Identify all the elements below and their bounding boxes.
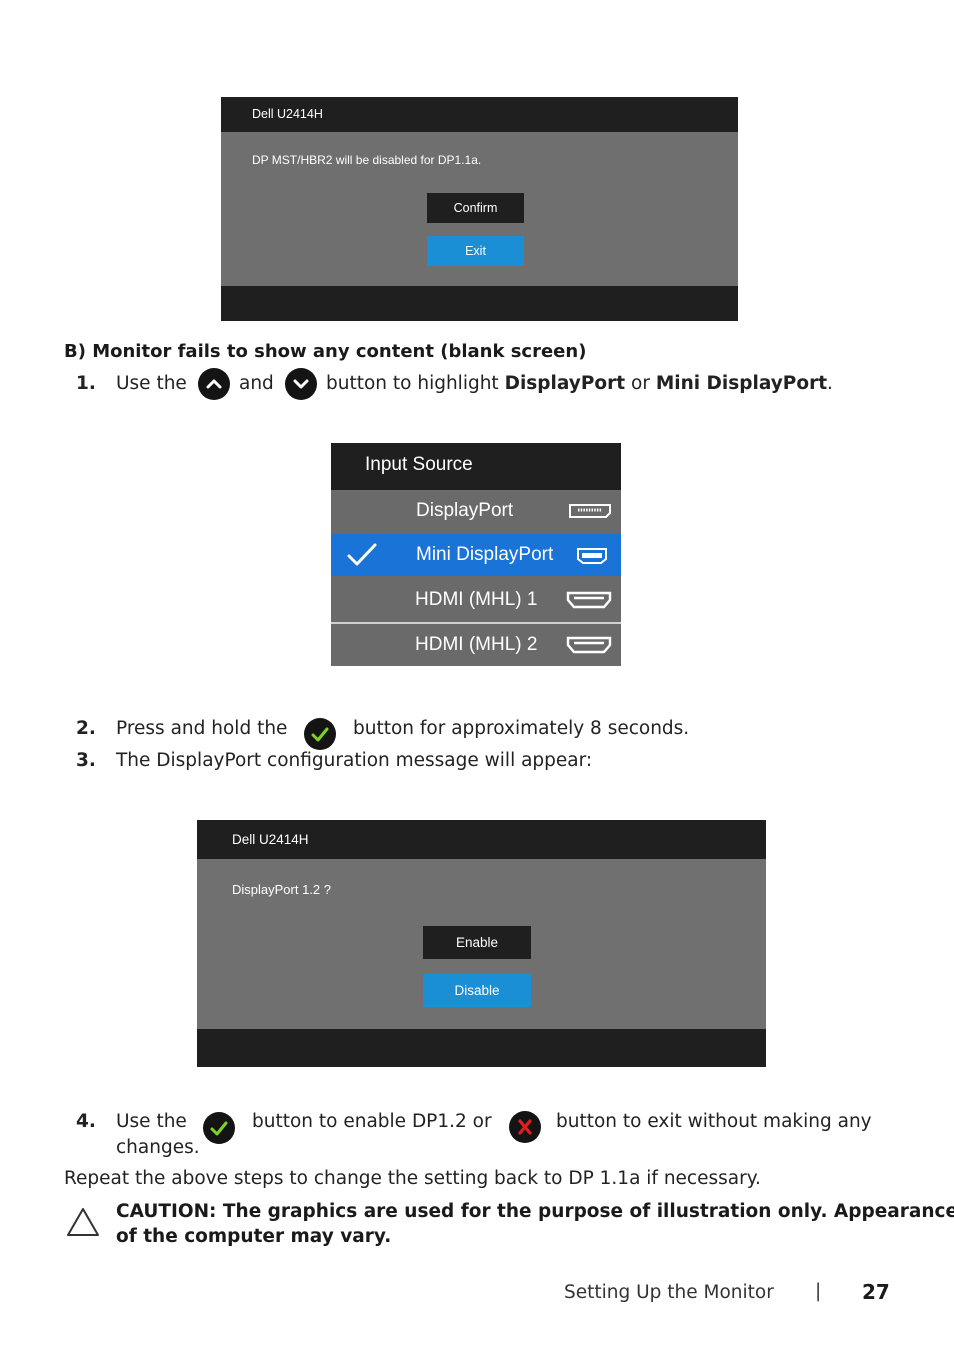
step-number: 1. <box>76 373 96 394</box>
check-icon <box>304 718 336 750</box>
exit-button[interactable]: Exit <box>427 236 524 266</box>
mini-displayport-label: Mini DisplayPort <box>655 373 828 394</box>
input-source-menu: Input Source DisplayPort Mini DisplayPor… <box>331 443 621 666</box>
menu-item-mini-displayport[interactable]: Mini DisplayPort <box>331 534 621 576</box>
step-1-text: button to highlight <box>326 373 499 394</box>
hdmi-icon <box>566 636 612 658</box>
hdmi-icon <box>566 591 612 613</box>
footer-separator: | <box>815 1281 822 1302</box>
osd-dialog-dp-confirm: Dell U2414H DP MST/HBR2 will be disabled… <box>221 97 738 321</box>
menu-header: Input Source <box>331 443 621 490</box>
confirm-button[interactable]: Confirm <box>427 193 524 223</box>
step-1: 1. <box>76 373 96 394</box>
displayport-label: DisplayPort <box>504 373 626 394</box>
step-3-text: The DisplayPort configuration message wi… <box>116 750 593 771</box>
or-text: or <box>631 373 650 394</box>
step-1-text-c: button to highlight DisplayPort or Mini … <box>326 373 833 394</box>
osd-title: Dell U2414H <box>232 832 309 847</box>
osd-message: DisplayPort 1.2 ? <box>232 882 331 897</box>
check-icon <box>203 1112 235 1144</box>
repeat-instruction: Repeat the above steps to change the set… <box>64 1168 761 1189</box>
caution-line-2: of the computer may vary. <box>116 1226 392 1247</box>
osd-title-bar <box>197 820 766 859</box>
chevron-up-icon <box>198 368 230 400</box>
osd-bottom-bar <box>221 286 738 321</box>
step-2-number: 2. <box>76 718 96 739</box>
menu-item-label: DisplayPort <box>416 500 514 521</box>
step-2-text-b: button for approximately 8 seconds. <box>353 718 690 739</box>
menu-item-hdmi-2[interactable]: HDMI (MHL) 2 <box>331 624 621 666</box>
osd-title-bar <box>221 97 738 132</box>
osd-dialog-dp-version: Dell U2414H DisplayPort 1.2 ? Enable Dis… <box>197 820 766 1067</box>
caution-line-1: CAUTION: The graphics are used for the p… <box>116 1201 954 1222</box>
chevron-down-icon <box>285 368 317 400</box>
osd-message: DP MST/HBR2 will be disabled for DP1.1a. <box>252 153 482 167</box>
check-icon <box>347 542 377 572</box>
step-1-text-a: Use the <box>116 373 187 394</box>
displayport-icon <box>568 503 612 523</box>
menu-item-label: HDMI (MHL) 2 <box>415 634 538 655</box>
page-number: 27 <box>862 1280 890 1304</box>
menu-divider <box>331 622 621 624</box>
step-1-text-b: and <box>239 373 274 394</box>
menu-title: Input Source <box>365 454 473 475</box>
step-4-number: 4. <box>76 1111 96 1132</box>
step-3-number: 3. <box>76 750 96 771</box>
osd-title: Dell U2414H <box>252 107 323 121</box>
menu-item-hdmi-1[interactable]: HDMI (MHL) 1 <box>331 579 621 621</box>
step-2-text-a: Press and hold the <box>116 718 288 739</box>
disable-button[interactable]: Disable <box>423 974 531 1007</box>
menu-item-label: HDMI (MHL) 1 <box>415 589 538 610</box>
menu-item-label: Mini DisplayPort <box>416 544 554 565</box>
enable-button[interactable]: Enable <box>423 926 531 959</box>
warning-icon <box>66 1206 100 1242</box>
section-heading: B) Monitor fails to show any content (bl… <box>64 341 587 362</box>
step-4-text-a: Use the <box>116 1111 187 1132</box>
osd-bottom-bar <box>197 1029 766 1067</box>
period: . <box>827 373 833 394</box>
footer-section-title: Setting Up the Monitor <box>564 1282 774 1303</box>
caution-text: CAUTION: The graphics are used for the p… <box>116 1199 954 1249</box>
step-4-text-d: changes. <box>116 1137 200 1158</box>
close-icon <box>509 1111 541 1143</box>
step-4-text-c: button to exit without making any <box>556 1111 872 1132</box>
step-4-text-b: button to enable DP1.2 or <box>252 1111 492 1132</box>
displayport-icon <box>576 547 608 569</box>
menu-item-displayport[interactable]: DisplayPort <box>331 490 621 532</box>
